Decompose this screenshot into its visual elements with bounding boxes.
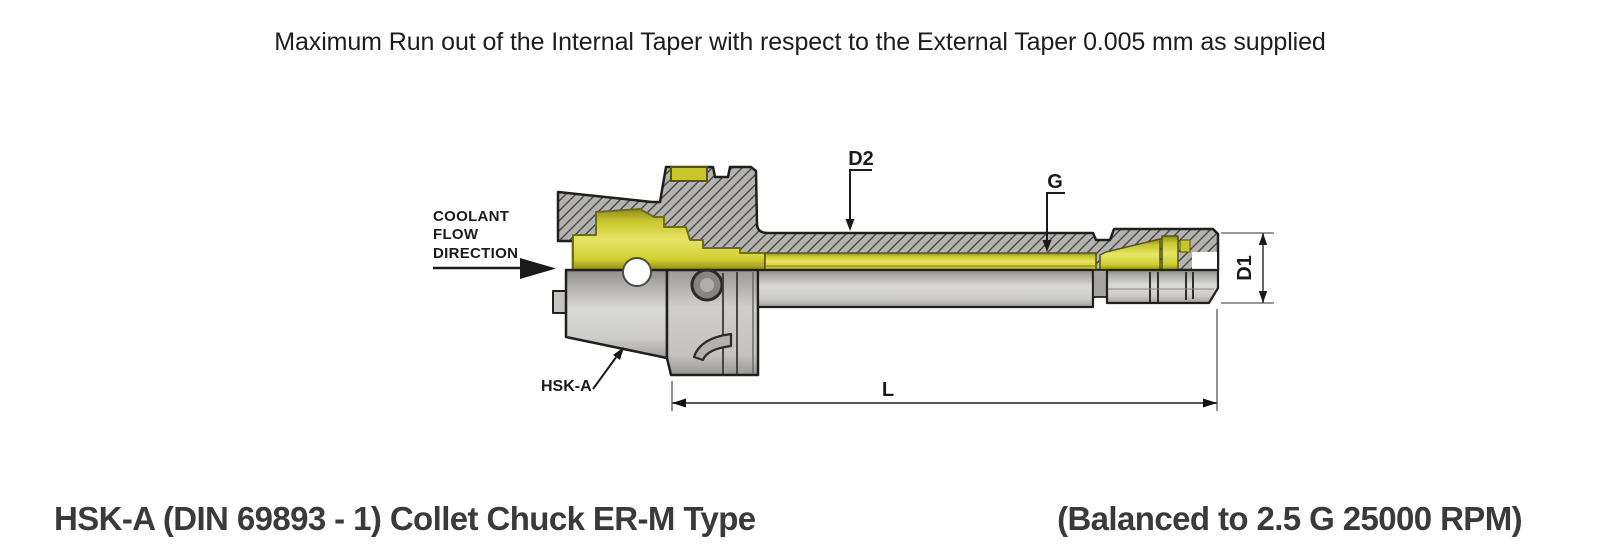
- balance-spec: (Balanced to 2.5 G 25000 RPM): [1057, 500, 1523, 537]
- exterior-lower-half: [552, 268, 1220, 377]
- dim-l-label: L: [882, 379, 894, 401]
- dim-l: L: [671, 309, 1218, 411]
- dim-g-leader-line: [1046, 192, 1065, 243]
- coolant-flow-annotation: COOLANT FLOW DIRECTION: [433, 208, 556, 279]
- dim-l-arrow-left-icon: [672, 398, 686, 408]
- coolant-label-line2: FLOW: [433, 226, 479, 243]
- dim-g-label: G: [1047, 171, 1063, 193]
- dim-d2-arrow-icon: [845, 219, 855, 231]
- shaft-relief-groove: [1092, 269, 1108, 298]
- coolant-tube: [764, 252, 1097, 271]
- flange-keyway: [670, 166, 708, 182]
- coolant-label-line3: DIRECTION: [433, 245, 518, 262]
- dim-d2-label: D2: [848, 148, 874, 170]
- gripper-groove-center: [700, 278, 714, 292]
- dim-l-arrow-right-icon: [1203, 398, 1217, 408]
- dim-d1: D1: [1221, 232, 1274, 304]
- collet-bore-opening: [1192, 252, 1217, 269]
- product-title: HSK-A (DIN 69893 - 1) Collet Chuck ER-M …: [54, 500, 756, 537]
- collet-ring-small: [1179, 239, 1191, 253]
- dim-d1-arrow-bottom-icon: [1258, 291, 1268, 303]
- hsk-a-leader-arrow-icon: [613, 347, 624, 360]
- internal-parts: [572, 208, 1217, 271]
- hsk-a-label: HSK-A: [541, 378, 592, 395]
- hsk-a-annotation: HSK-A: [541, 347, 624, 395]
- coolant-flow-arrow-icon: [520, 258, 556, 279]
- collet-nut: [1105, 268, 1220, 305]
- dim-g-arrow-icon: [1042, 240, 1052, 252]
- dim-g: G: [1042, 171, 1065, 252]
- coolant-label-line1: COOLANT: [433, 208, 509, 225]
- dim-d1-arrow-top-icon: [1258, 233, 1268, 245]
- flange-gripper-notch: [692, 332, 733, 362]
- shaft-body: [756, 268, 1095, 309]
- dim-d2-leader-line: [849, 169, 872, 222]
- collet-ring: [1161, 235, 1179, 271]
- flange: [665, 268, 760, 377]
- coolant-hole: [622, 257, 652, 287]
- taper-bore-internals: [572, 208, 766, 271]
- dim-d1-label: D1: [1234, 255, 1256, 281]
- runout-note: Maximum Run out of the Internal Taper wi…: [274, 28, 1326, 56]
- dim-d2: D2: [845, 148, 874, 231]
- hsk-taper-shank: [564, 268, 669, 360]
- hsk-a-leader-line: [592, 355, 618, 390]
